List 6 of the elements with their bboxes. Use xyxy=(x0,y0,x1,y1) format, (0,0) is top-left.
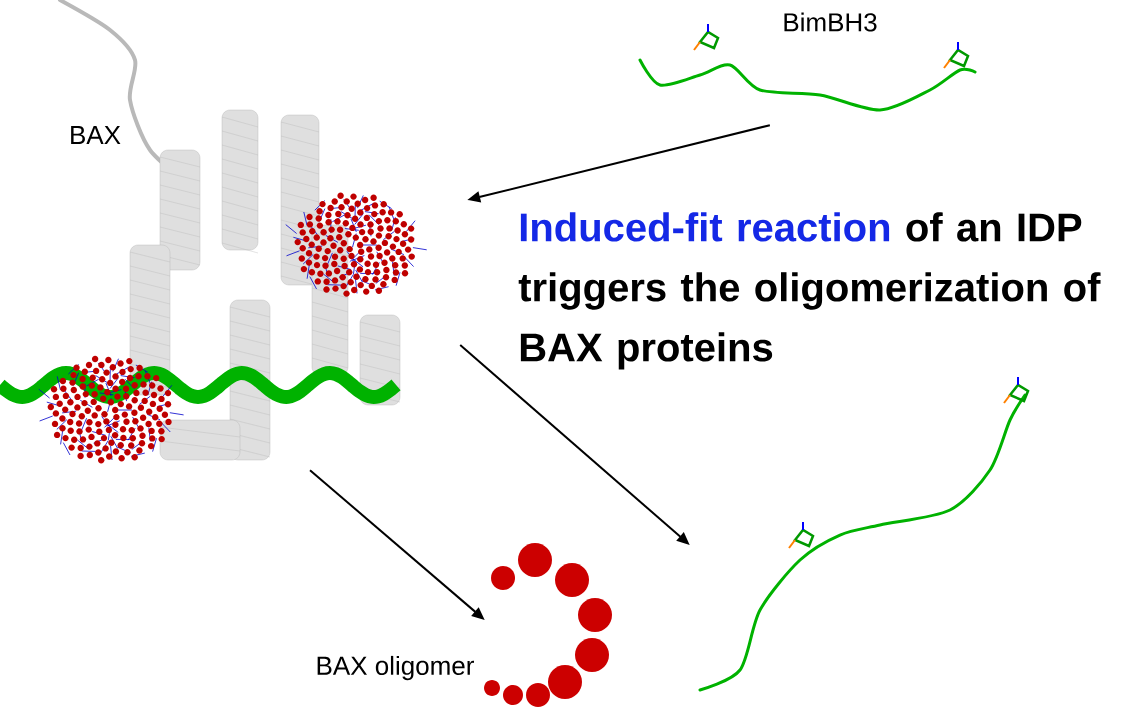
structure-label: BAX oligomer xyxy=(317,655,474,681)
structure-label: BAX xyxy=(71,126,121,144)
caption-text: Induced-fit reaction of an IDP triggers the oligomerization of BAX proteins xyxy=(518,212,1101,370)
oligomer-drawing xyxy=(484,543,612,707)
structure-label: BimBH3 xyxy=(784,12,877,32)
peptide-drawing xyxy=(698,376,1030,692)
